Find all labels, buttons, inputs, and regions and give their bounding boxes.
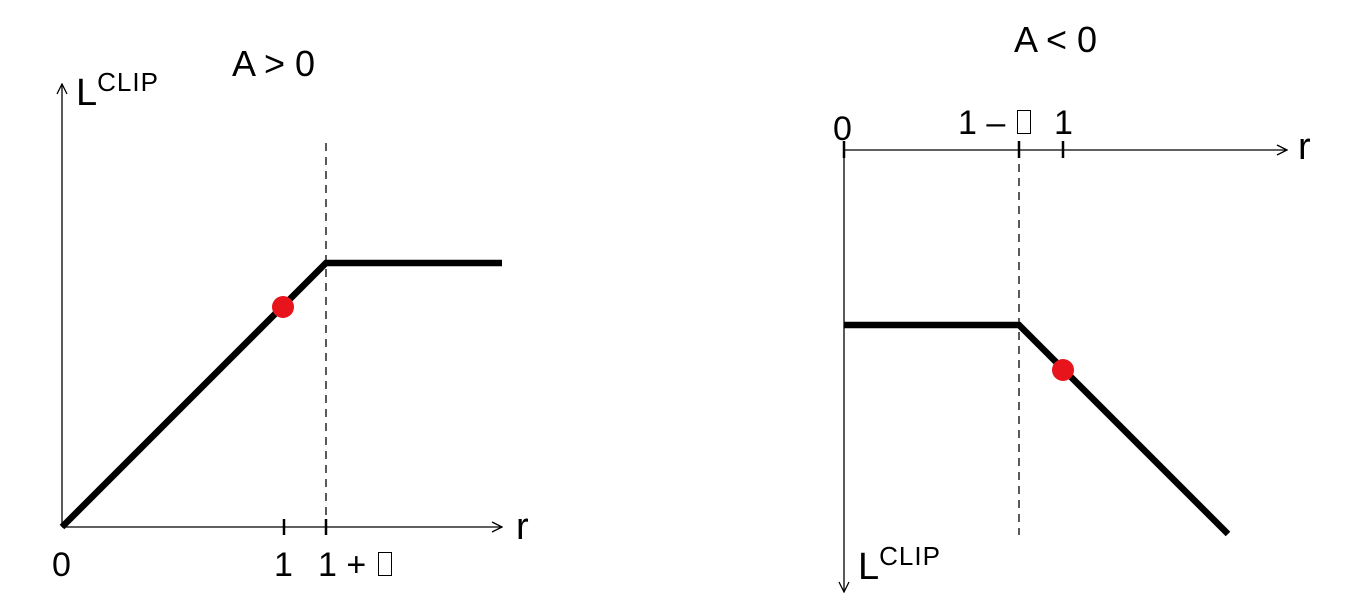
right-clip-objective-curve bbox=[844, 321, 1231, 537]
left-tick-label-0: 0 bbox=[52, 546, 71, 584]
right-y-axis-label-main: L bbox=[858, 546, 880, 588]
right-panel bbox=[844, 141, 1287, 592]
right-title: A < 0 bbox=[1014, 19, 1098, 60]
right-y-axis-label-sup: CLIP bbox=[879, 541, 941, 571]
right-tick-label-1-minus-text: 1 – bbox=[958, 104, 1015, 142]
right-tick-label-1-minus-eps: 1 – bbox=[958, 106, 1031, 140]
right-current-point-marker bbox=[1052, 359, 1074, 381]
left-tick-label-1-plus-eps: 1 + bbox=[318, 548, 392, 582]
left-x-axis-label: r bbox=[516, 506, 529, 548]
left-tick-label-1-plus-text: 1 + bbox=[318, 546, 376, 584]
left-current-point-marker bbox=[272, 296, 294, 318]
left-y-axis-label: LCLIP bbox=[76, 69, 159, 114]
left-clip-objective-curve bbox=[59, 259, 502, 530]
left-panel bbox=[62, 84, 502, 535]
missing-glyph-box-icon bbox=[377, 552, 392, 577]
right-y-axis-label: LCLIP bbox=[858, 543, 941, 588]
left-y-axis-label-main: L bbox=[76, 72, 98, 114]
left-tick-label-1: 1 bbox=[274, 546, 293, 584]
left-y-axis-label-sup: CLIP bbox=[97, 67, 159, 97]
right-tick-label-1: 1 bbox=[1054, 104, 1073, 142]
right-x-axis-label: r bbox=[1298, 126, 1311, 168]
right-tick-label-0: 0 bbox=[833, 110, 852, 148]
missing-glyph-box-icon bbox=[1016, 110, 1031, 135]
left-title: A > 0 bbox=[232, 43, 316, 84]
